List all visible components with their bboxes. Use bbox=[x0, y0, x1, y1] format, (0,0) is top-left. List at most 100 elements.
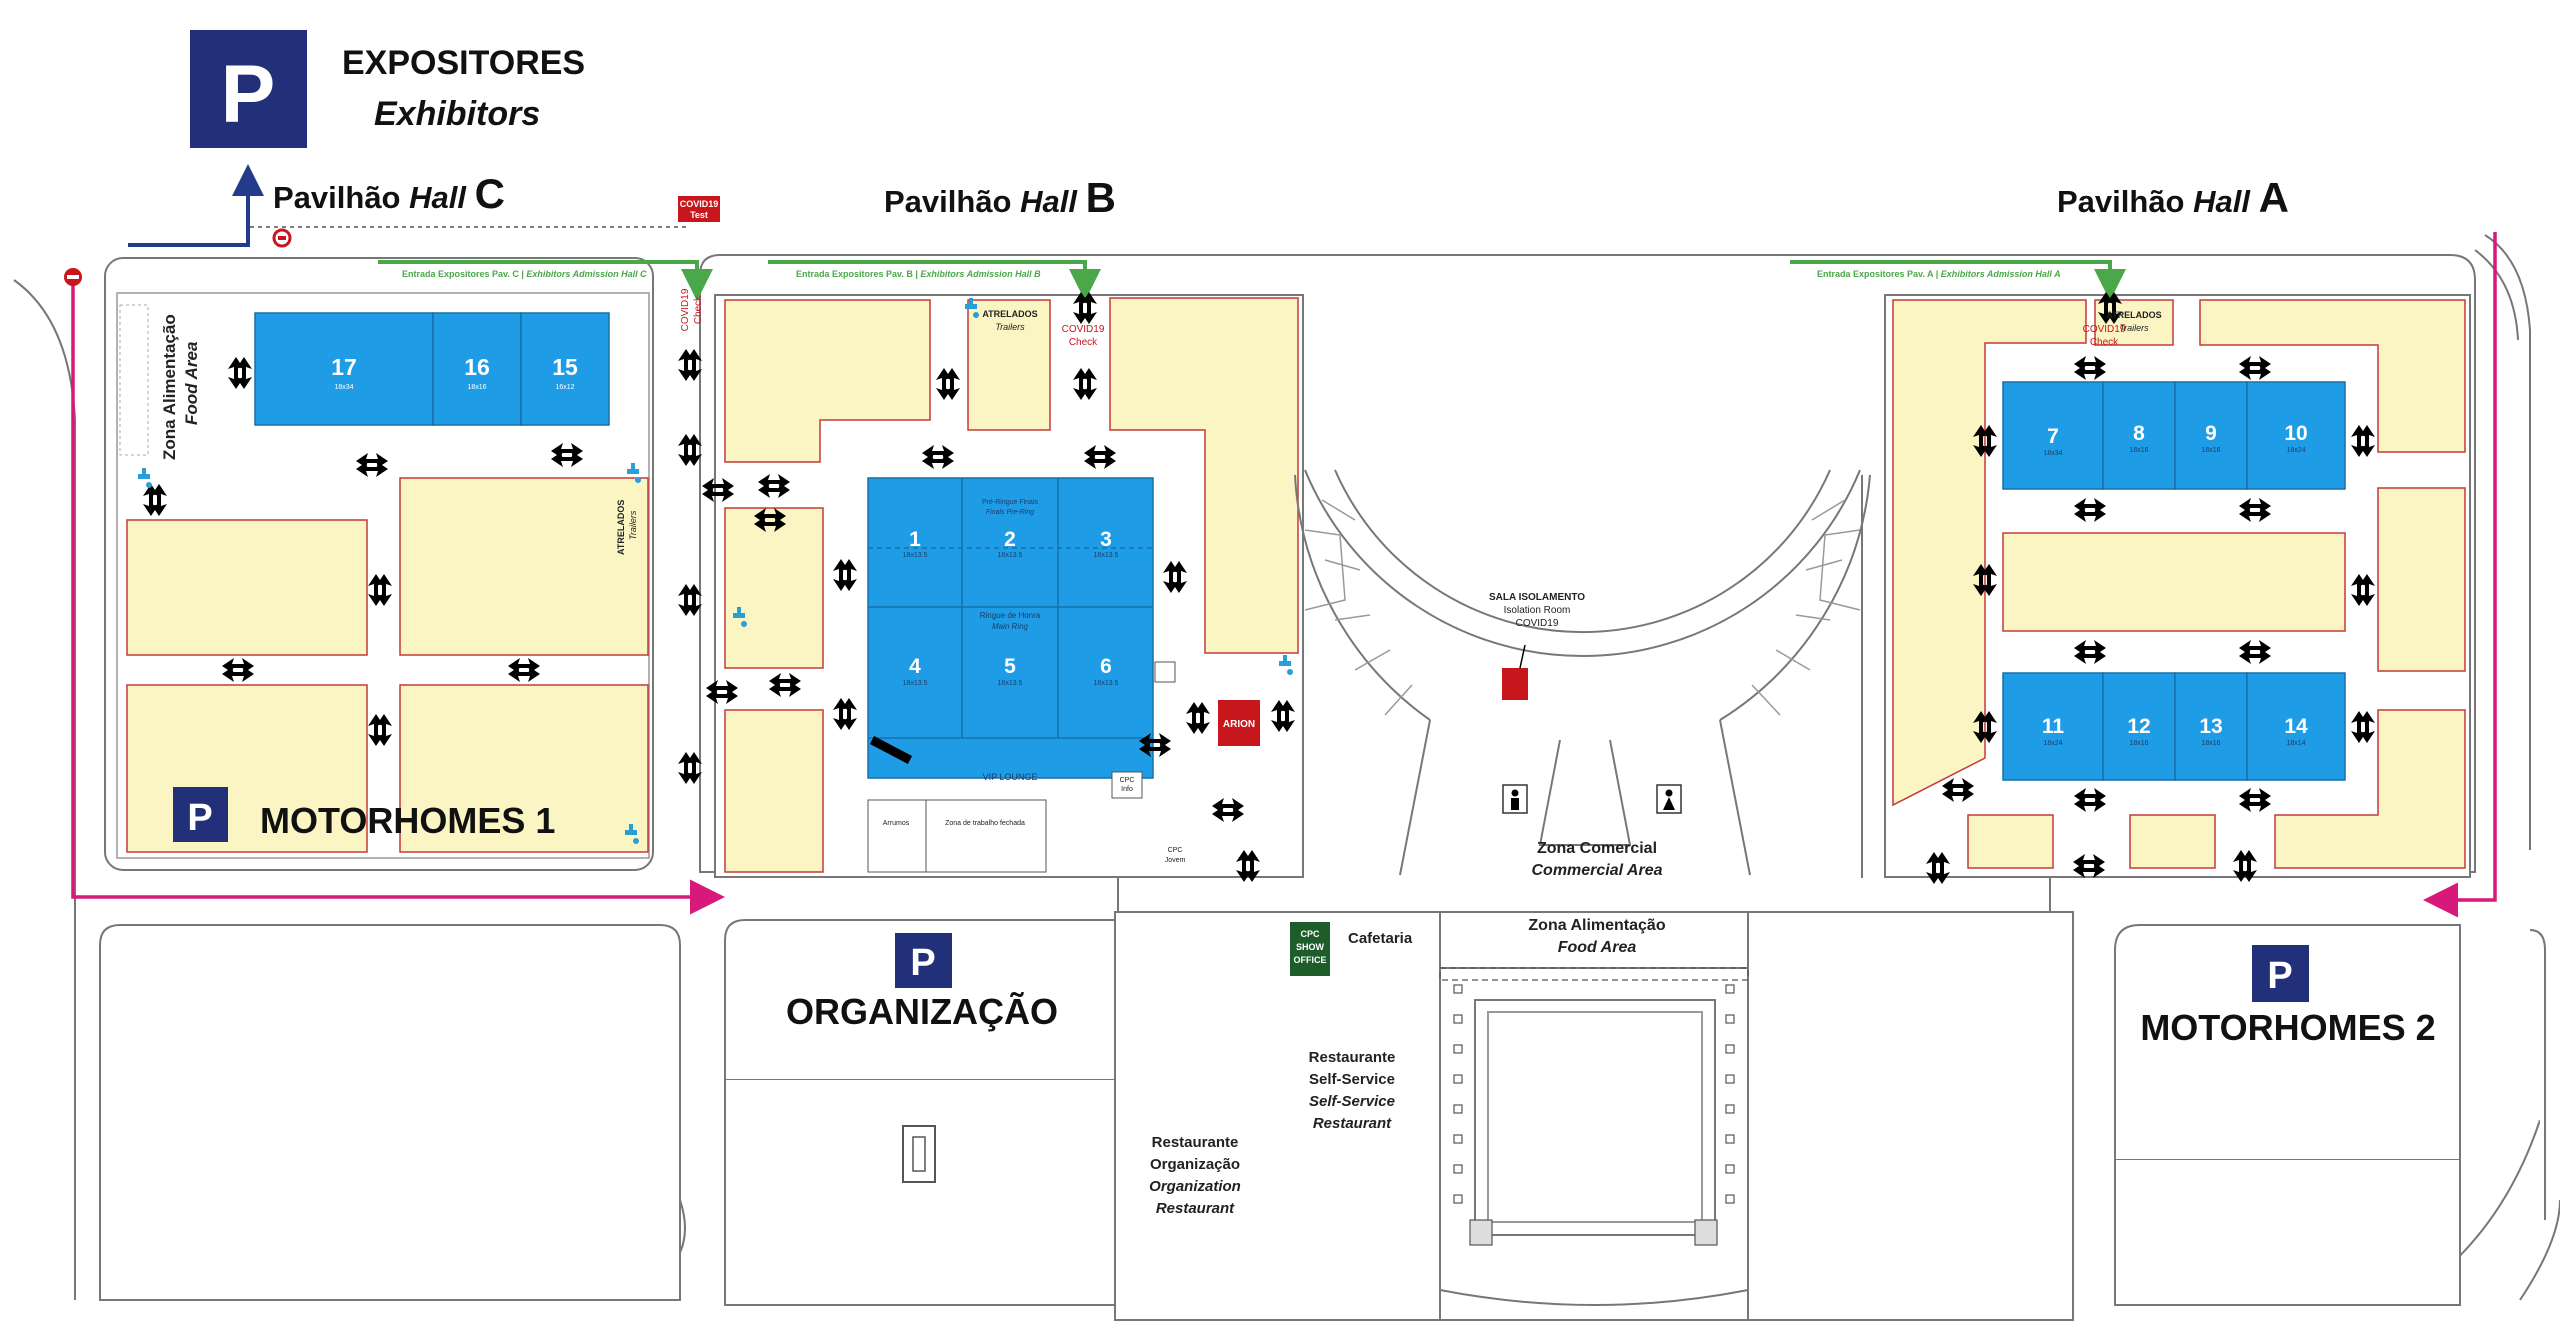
main-ring-block bbox=[867, 477, 1154, 779]
admission-route-b bbox=[768, 260, 1101, 301]
admission-b-label: Entrada Expositores Pav. B | Exhibitors … bbox=[796, 269, 1041, 279]
organization-building-door bbox=[902, 1125, 936, 1183]
arena-seating bbox=[1304, 499, 1861, 716]
route-exhibitors bbox=[128, 164, 264, 247]
covid-check-a-line2: Check bbox=[2090, 337, 2119, 348]
ring-9-number: 9 bbox=[2205, 422, 2217, 445]
ring-14-size: 18x14 bbox=[2286, 740, 2305, 747]
ring-7-number: 7 bbox=[2047, 425, 2059, 448]
ring-2-size: 18x13.5 bbox=[998, 552, 1023, 559]
main-ring-en: Main Ring bbox=[992, 622, 1029, 631]
ring-6-number: 6 bbox=[1100, 655, 1112, 678]
admission-c-label: Entrada Expositores Pav. C | Exhibitors … bbox=[402, 269, 647, 279]
ring-11-number: 11 bbox=[2042, 715, 2065, 738]
hall-a-title: Pavilhão Hall A bbox=[2057, 174, 2289, 221]
hall-c-title: Pavilhão Hall C bbox=[273, 170, 505, 217]
ring-16-size: 18x16 bbox=[467, 384, 486, 391]
ring-14-number: 14 bbox=[2284, 715, 2308, 738]
vip-lounge: VIP LOUNGE bbox=[983, 772, 1038, 782]
cpc-jovem-2: Jovem bbox=[1165, 857, 1186, 864]
ring-12 bbox=[2102, 672, 2176, 781]
hall-b bbox=[714, 294, 1304, 878]
covid-test-line1: COVID19 bbox=[680, 199, 719, 209]
isolation-line1: SALA ISOLAMENTO bbox=[1489, 592, 1585, 603]
admission-route-a bbox=[1790, 260, 2126, 301]
hall-c-trailers-en: Trailers bbox=[628, 510, 638, 540]
ring-4-number: 4 bbox=[909, 655, 921, 678]
motorhomes-1-parking-sign bbox=[173, 787, 228, 842]
storage-label: Arrumos bbox=[883, 820, 910, 827]
admission-route-c bbox=[378, 260, 713, 301]
cafeteria-label: Cafetaria bbox=[1348, 930, 1413, 947]
pre-ring-en: Finals Pre-Ring bbox=[986, 509, 1034, 516]
ring-15-number: 15 bbox=[552, 354, 578, 380]
ring-14 bbox=[2246, 672, 2346, 781]
exhibitors-parking-sign bbox=[190, 30, 307, 148]
ring-10-size: 18x24 bbox=[2286, 447, 2305, 454]
ring-5-size: 18x13.5 bbox=[998, 680, 1023, 687]
self-service-en2: Restaurant bbox=[1313, 1115, 1392, 1132]
commercial-en: Commercial Area bbox=[1531, 862, 1662, 879]
cpc-jovem-1: CPC bbox=[1168, 847, 1183, 854]
show-office-1: CPC bbox=[1300, 929, 1320, 939]
isolation-room bbox=[1502, 668, 1528, 700]
central-arena bbox=[1294, 469, 1871, 878]
ring-15 bbox=[520, 312, 610, 426]
hall-b-title: Pavilhão Hall B bbox=[884, 174, 1116, 221]
motorhomes-2-label: MOTORHOMES 2 bbox=[2140, 1007, 2435, 1048]
hall-c-food-pt: Zona Alimentação bbox=[160, 314, 179, 460]
ring-7-size: 18x34 bbox=[2043, 450, 2062, 457]
ring-8-size: 18x16 bbox=[2129, 447, 2148, 454]
org-restaurant-en2: Restaurant bbox=[1156, 1200, 1235, 1217]
lower-blocks bbox=[99, 911, 2546, 1321]
organizacao-label: ORGANIZAÇÃO bbox=[786, 990, 1058, 1032]
ring-11-size: 18x24 bbox=[2043, 740, 2062, 747]
cpc-show-office bbox=[1290, 922, 1330, 976]
covid-check-b-line2: Check bbox=[1069, 337, 1098, 348]
exhibitors-subtitle: Exhibitors bbox=[374, 95, 540, 133]
org-restaurant-pt2: Organização bbox=[1150, 1156, 1240, 1173]
ring-13-number: 13 bbox=[2199, 715, 2222, 738]
hall-a bbox=[1884, 294, 2471, 878]
ring-10 bbox=[2246, 381, 2346, 490]
isolation-line3: COVID19 bbox=[1516, 618, 1559, 629]
organizacao-p: P bbox=[910, 942, 935, 984]
ring-8 bbox=[2102, 381, 2176, 490]
ring-9 bbox=[2174, 381, 2248, 490]
center-food-en: Food Area bbox=[1558, 939, 1637, 956]
covid-check-c-line1: COVID19 bbox=[680, 288, 691, 331]
ring-13-size: 18x16 bbox=[2201, 740, 2220, 747]
ring-10-number: 10 bbox=[2284, 422, 2307, 445]
org-restaurant-pt1: Restaurante bbox=[1152, 1134, 1239, 1151]
ring-16-number: 16 bbox=[464, 354, 490, 380]
hall-c bbox=[104, 257, 654, 871]
wc-icon-1 bbox=[1502, 784, 1528, 814]
ring-7 bbox=[2002, 381, 2104, 490]
no-entry-icon bbox=[272, 228, 292, 248]
ring-5-number: 5 bbox=[1004, 655, 1016, 678]
isolation-line2: Isolation Room bbox=[1504, 605, 1571, 616]
commercial-pt: Zona Comercial bbox=[1537, 840, 1657, 857]
parking-symbol: P bbox=[221, 49, 276, 140]
ring-17 bbox=[254, 312, 434, 426]
lower-center bbox=[1439, 967, 1749, 1321]
covid-check-c-line2: Check bbox=[693, 295, 704, 324]
self-service-pt2: Self-Service bbox=[1309, 1071, 1395, 1088]
ring-15-size: 16x12 bbox=[555, 384, 574, 391]
cpc-info-2: Info bbox=[1121, 786, 1133, 793]
hall-b-trailers-en: Trailers bbox=[995, 322, 1025, 332]
center-food-pt: Zona Alimentação bbox=[1528, 917, 1665, 934]
motorhomes-2-parking-sign bbox=[2252, 945, 2309, 1002]
covid-test-line2: Test bbox=[690, 210, 708, 220]
exhibitors-title: EXPOSITORES bbox=[342, 44, 585, 82]
route-right bbox=[2423, 232, 2497, 918]
pre-ring-pt: Pré-Ringue Finais bbox=[982, 499, 1039, 506]
arion-label: ARION bbox=[1223, 719, 1255, 730]
ring-11 bbox=[2002, 672, 2104, 781]
ring-8-number: 8 bbox=[2133, 422, 2145, 445]
ring-9-size: 18x16 bbox=[2201, 447, 2220, 454]
ring-3-size: 18x13.5 bbox=[1094, 552, 1119, 559]
covid-check-a-line1: COVID19 bbox=[2083, 324, 2126, 335]
hall-c-trailers-pt: ATRELADOS bbox=[616, 500, 626, 555]
